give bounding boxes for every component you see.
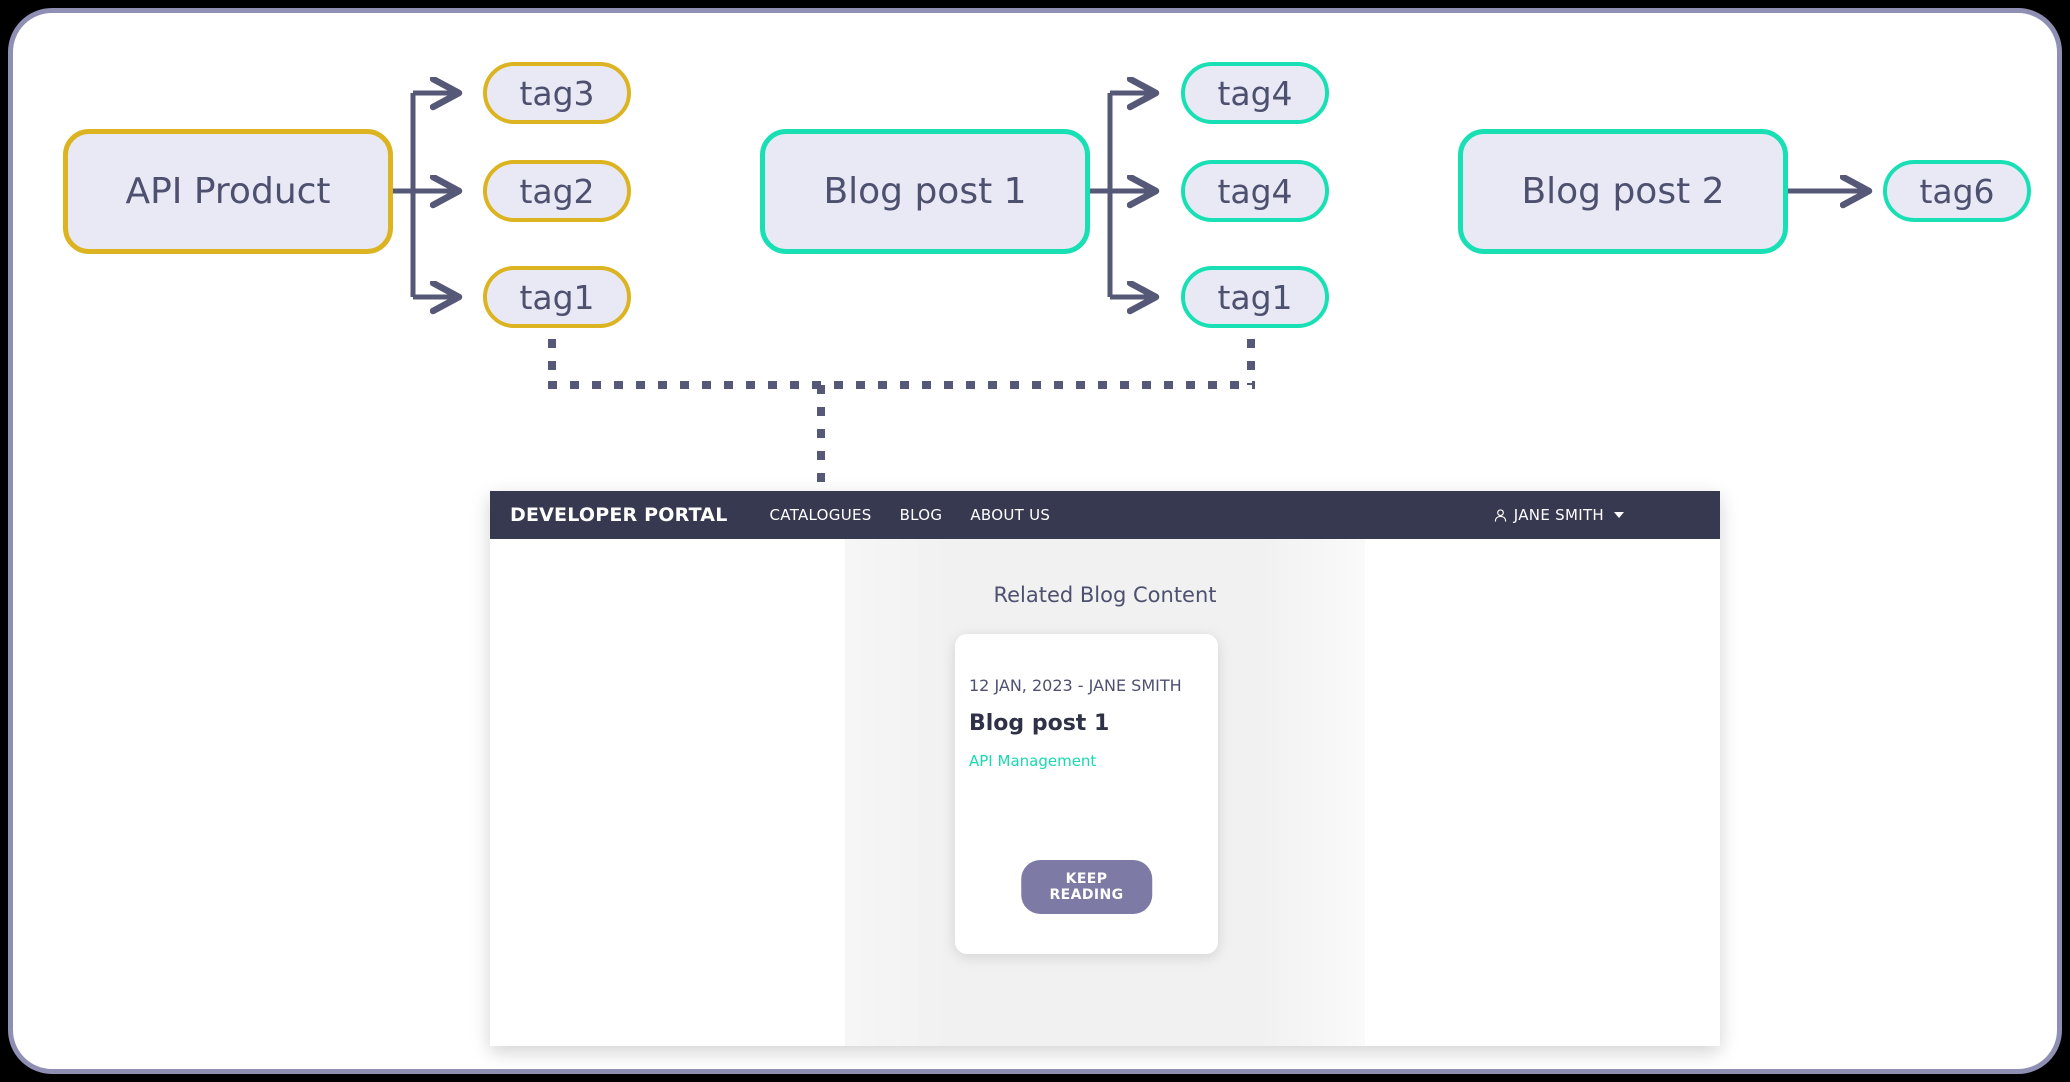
node-tag4-a[interactable]: tag4 bbox=[1181, 62, 1329, 124]
node-label: tag2 bbox=[519, 171, 595, 211]
chevron-down-icon bbox=[1614, 512, 1624, 518]
node-label: Blog post 2 bbox=[1521, 170, 1725, 212]
blog-post-card[interactable]: 12 JAN, 2023 - JANE SMITH Blog post 1 AP… bbox=[955, 634, 1218, 954]
node-tag4-b[interactable]: tag4 bbox=[1181, 160, 1329, 222]
portal-header: DEVELOPER PORTAL CATALOGUES BLOG ABOUT U… bbox=[490, 491, 1720, 539]
node-tag1-product[interactable]: tag1 bbox=[483, 266, 631, 328]
person-icon bbox=[1494, 508, 1506, 522]
node-tag1-blog[interactable]: tag1 bbox=[1181, 266, 1329, 328]
node-blog-post-1[interactable]: Blog post 1 bbox=[760, 129, 1090, 254]
node-label: tag1 bbox=[519, 277, 595, 317]
node-label: tag6 bbox=[1919, 171, 1995, 211]
node-label: Blog post 1 bbox=[823, 170, 1027, 212]
nav-item-blog[interactable]: BLOG bbox=[899, 506, 943, 524]
edges-blog-post-1 bbox=[1090, 93, 1155, 297]
portal-nav: CATALOGUES BLOG ABOUT US bbox=[770, 506, 1051, 524]
node-tag6[interactable]: tag6 bbox=[1883, 160, 2031, 222]
portal-brand[interactable]: DEVELOPER PORTAL bbox=[510, 504, 728, 526]
user-menu[interactable]: JANE SMITH bbox=[1493, 506, 1624, 524]
edges-api-product bbox=[393, 93, 458, 297]
keep-reading-button[interactable]: KEEP READING bbox=[1020, 860, 1153, 914]
node-api-product[interactable]: API Product bbox=[63, 129, 393, 254]
diagram-canvas: API Product tag3 tag2 tag1 Blog post 1 t… bbox=[8, 8, 2062, 1074]
developer-portal-panel: DEVELOPER PORTAL CATALOGUES BLOG ABOUT U… bbox=[490, 491, 1720, 1046]
node-label: tag4 bbox=[1217, 171, 1293, 211]
card-title: Blog post 1 bbox=[969, 711, 1110, 736]
portal-body: Related Blog Content 12 JAN, 2023 - JANE… bbox=[490, 539, 1720, 1046]
related-blog-content-heading: Related Blog Content bbox=[993, 583, 1217, 607]
user-name: JANE SMITH bbox=[1513, 506, 1604, 524]
card-category-link[interactable]: API Management bbox=[969, 752, 1097, 770]
nav-item-catalogues[interactable]: CATALOGUES bbox=[769, 506, 872, 524]
node-tag3[interactable]: tag3 bbox=[483, 62, 631, 124]
node-blog-post-2[interactable]: Blog post 2 bbox=[1458, 129, 1788, 254]
node-tag2[interactable]: tag2 bbox=[483, 160, 631, 222]
node-label: tag4 bbox=[1217, 73, 1293, 113]
node-label: API Product bbox=[125, 170, 331, 212]
node-label: tag1 bbox=[1217, 277, 1293, 317]
nav-item-about-us[interactable]: ABOUT US bbox=[970, 506, 1051, 524]
card-meta: 12 JAN, 2023 - JANE SMITH bbox=[969, 676, 1182, 695]
node-label: tag3 bbox=[519, 73, 595, 113]
